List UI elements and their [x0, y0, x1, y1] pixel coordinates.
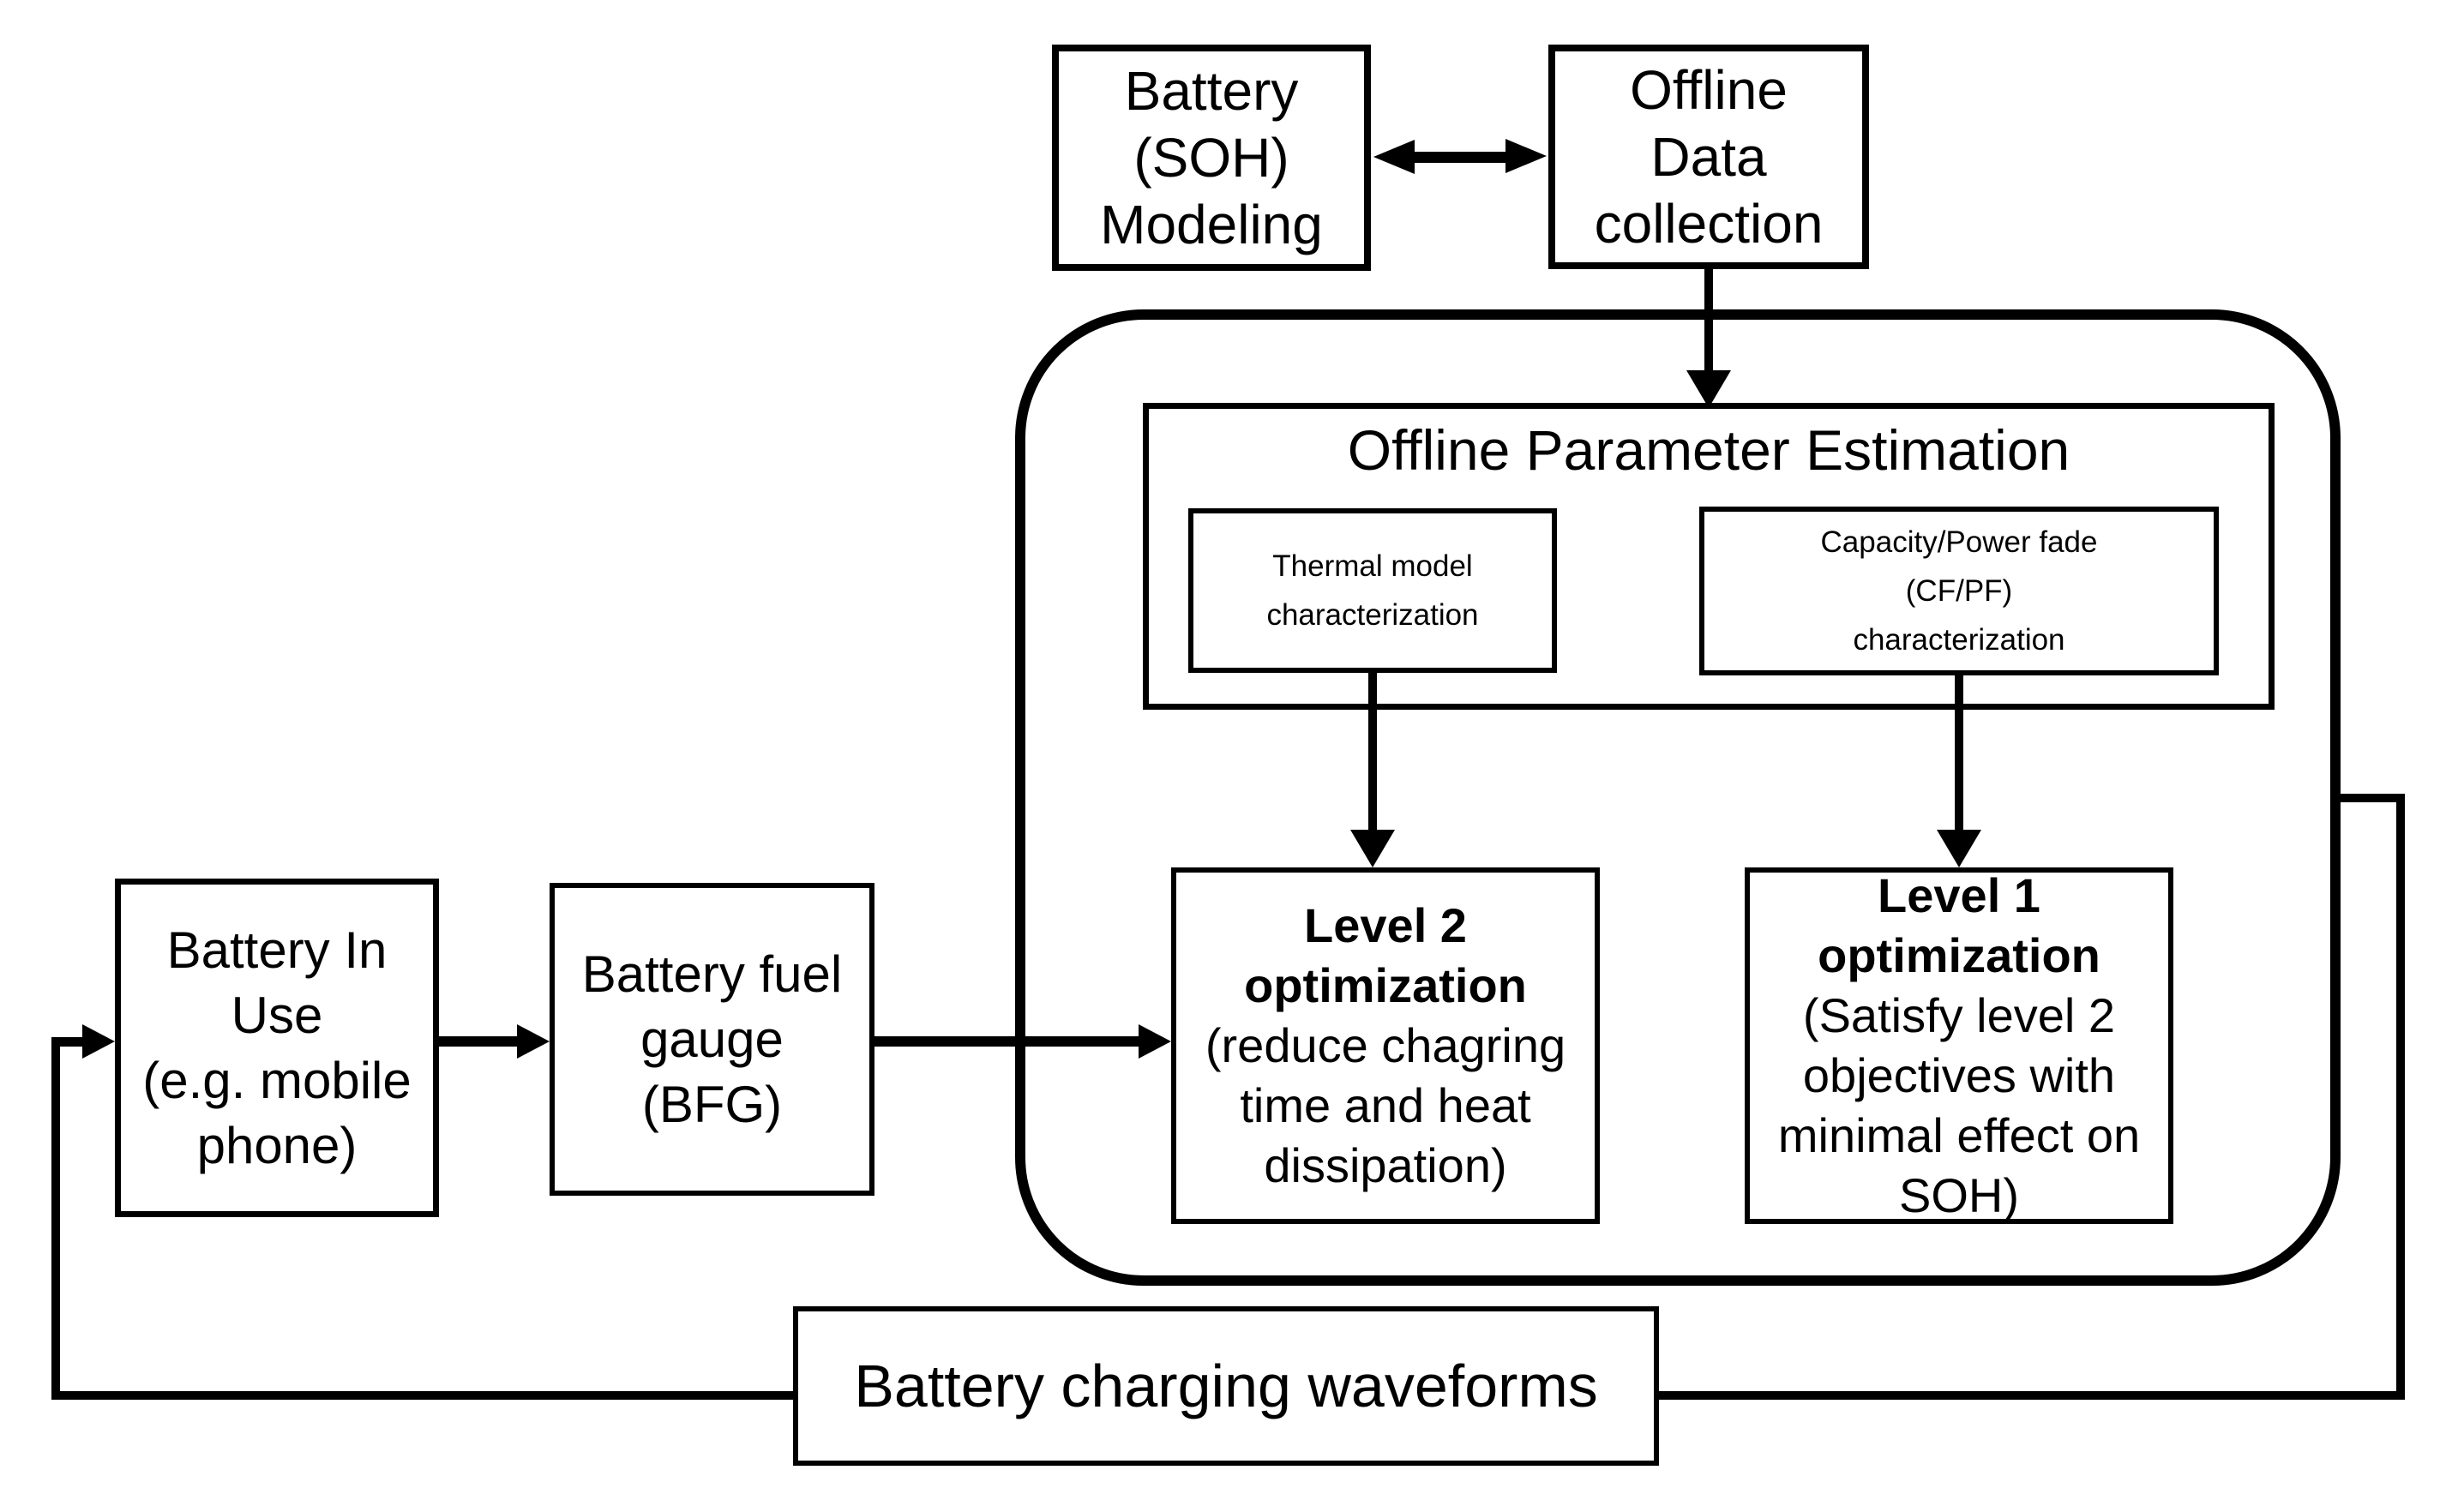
- thermal-model-characterization-box: Thermal model characterization: [1188, 508, 1557, 673]
- level2-optimization-title: Level 2 optimization: [1244, 898, 1527, 1012]
- level1-optimization-title: Level 1 optimization: [1818, 868, 2100, 982]
- level1-optimization-box: Level 1 optimization (Satisfy level 2 ob…: [1745, 867, 2173, 1224]
- online-optimization-container: [1015, 309, 2341, 1286]
- battery-soh-modeling-label: Battery (SOH) Modeling: [1100, 60, 1323, 255]
- arrow-bfg-to-level2-head: [1139, 1024, 1171, 1059]
- battery-fuel-gauge-label: Battery fuel gauge (BFG): [581, 945, 843, 1133]
- arrow-modeling-data-right-head: [1505, 139, 1547, 173]
- arrow-data-to-estimation-shaft: [1704, 269, 1713, 372]
- level1-optimization-subtitle: (Satisfy level 2 objectives with minimal…: [1777, 988, 2141, 1222]
- feedback-line-left-vertical: [51, 1037, 60, 1400]
- arrow-modeling-data-shaft: [1410, 152, 1510, 163]
- battery-in-use-label: Battery In Use (e.g. mobile phone): [142, 921, 412, 1174]
- arrow-battery-in-use-to-bfg-head: [517, 1024, 550, 1059]
- arrow-battery-in-use-to-bfg-shaft: [439, 1036, 520, 1047]
- offline-parameter-estimation-title: Offline Parameter Estimation: [1347, 418, 2070, 482]
- feedback-line-right-vertical: [2396, 794, 2405, 1400]
- thermal-model-characterization-label: Thermal model characterization: [1266, 549, 1479, 632]
- arrow-modeling-data-left-head: [1373, 140, 1415, 174]
- arrow-feedback-to-battery-in-use-shaft: [51, 1037, 86, 1047]
- capacity-power-fade-box: Capacity/Power fade (CF/PF) characteriza…: [1699, 507, 2219, 675]
- level2-optimization-box: Level 2 optimization (reduce chagring ti…: [1171, 867, 1600, 1224]
- arrow-feedback-to-battery-in-use-head: [82, 1024, 115, 1059]
- battery-fuel-gauge-box: Battery fuel gauge (BFG): [550, 883, 874, 1196]
- battery-charging-waveforms-label: Battery charging waveforms: [854, 1353, 1598, 1419]
- feedback-line-right-horizontal: [2330, 794, 2405, 802]
- offline-data-collection-box: Offline Data collection: [1548, 45, 1869, 269]
- arrow-capacity-to-level1-shaft: [1955, 675, 1963, 833]
- battery-charging-waveforms-box: Battery charging waveforms: [793, 1306, 1659, 1466]
- battery-soh-modeling-box: Battery (SOH) Modeling: [1052, 45, 1371, 271]
- arrow-data-to-estimation-head: [1686, 370, 1731, 408]
- capacity-power-fade-label: Capacity/Power fade (CF/PF) characteriza…: [1820, 525, 2098, 657]
- battery-in-use-box: Battery In Use (e.g. mobile phone): [115, 879, 439, 1217]
- level2-optimization-subtitle: (reduce chagring time and heat dissipati…: [1205, 1018, 1566, 1192]
- arrow-capacity-to-level1-head: [1937, 830, 1981, 867]
- arrow-thermal-to-level2-shaft: [1368, 673, 1377, 833]
- offline-data-collection-label: Offline Data collection: [1594, 59, 1824, 255]
- arrow-thermal-to-level2-head: [1350, 830, 1395, 867]
- arrow-bfg-to-level2-shaft: [874, 1036, 1142, 1047]
